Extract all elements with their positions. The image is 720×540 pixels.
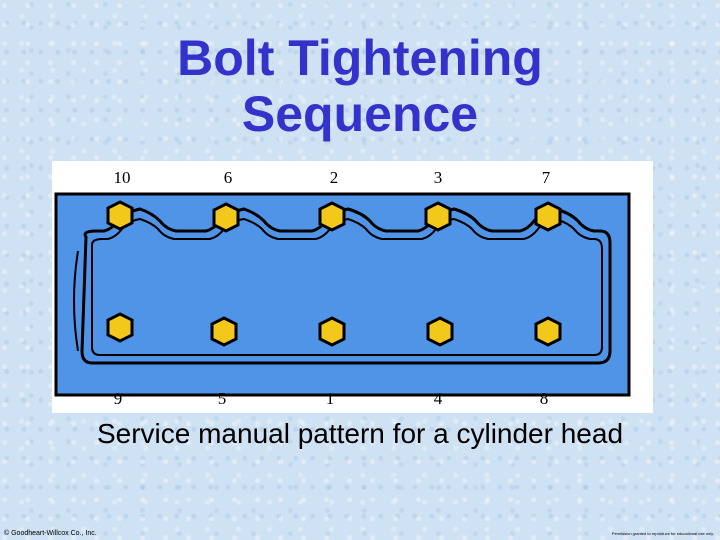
gasket-left-end (73, 250, 79, 352)
sequence-number-top-1: 10 (114, 168, 131, 187)
slide-title: Bolt Tightening Sequence (0, 30, 720, 142)
sequence-number-top-2: 6 (224, 168, 233, 187)
copyright-notice: © Goodheart-Willcox Co., Inc. (4, 530, 97, 537)
sequence-number-bottom-2: 5 (218, 389, 227, 408)
sequence-number-bottom-4: 4 (434, 389, 443, 408)
sequence-number-top-3: 2 (330, 168, 339, 187)
bolt-top-1 (106, 200, 134, 231)
sequence-number-bottom-5: 8 (540, 389, 549, 408)
bolt-bottom-2 (210, 316, 238, 347)
slide-title-line-2: Sequence (241, 86, 479, 142)
sequence-number-bottom-3: 1 (326, 389, 335, 408)
slide-title-line-1: Bolt Tightening (177, 30, 543, 86)
bolt-bottom-5 (534, 316, 562, 347)
bolt-top-4 (424, 201, 452, 232)
gasket-outline-inner (91, 217, 603, 356)
gasket-outline-outer (80, 207, 612, 365)
diagram-caption: Service manual pattern for a cylinder he… (96, 418, 624, 449)
cylinder-head-svg: 10 6 2 3 7 9 5 1 4 8 (54, 168, 631, 408)
sequence-number-top-4: 3 (434, 168, 443, 187)
bolt-bottom-4 (426, 316, 454, 347)
bolt-top-2 (212, 202, 240, 233)
bolt-bottom-1 (106, 312, 134, 343)
bolt-top-3 (318, 201, 346, 232)
bolt-top-5 (534, 201, 562, 232)
permission-notice: Permission granted to reproduce for educ… (611, 531, 714, 536)
sequence-number-top-5: 7 (542, 168, 551, 187)
cylinder-head-diagram: 10 6 2 3 7 9 5 1 4 8 (52, 161, 653, 413)
bolt-bottom-3 (318, 316, 346, 347)
sequence-number-bottom-1: 9 (114, 389, 123, 408)
